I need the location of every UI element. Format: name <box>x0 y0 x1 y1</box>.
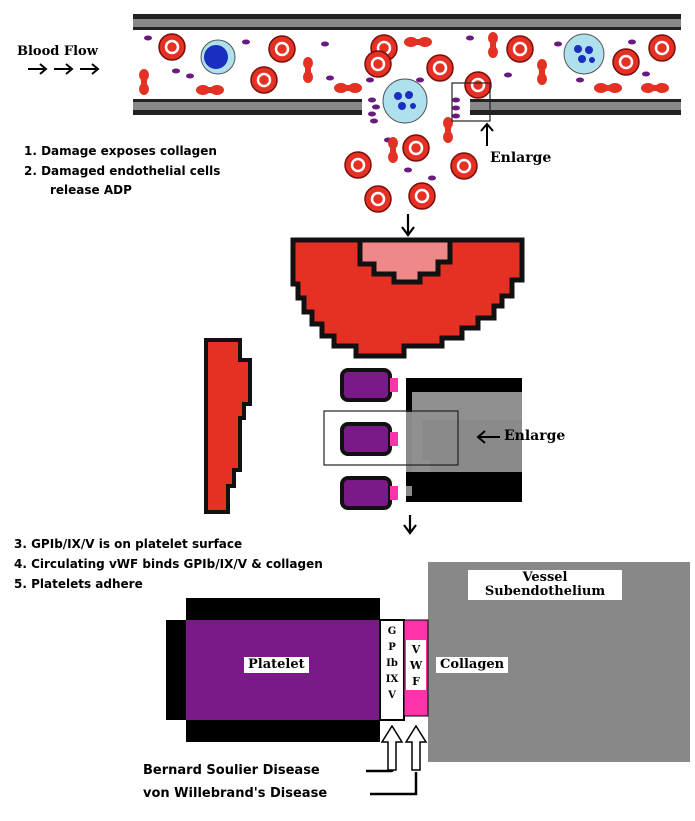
gp-letter: P <box>388 642 396 653</box>
enlarged-red-blood-cell <box>290 237 525 359</box>
vessel-label-line2: Subendothelium <box>484 584 606 599</box>
leader-lines <box>366 769 418 796</box>
gp-letter: V <box>388 690 396 701</box>
gp-letter: IX <box>385 674 399 685</box>
subendothelium-block <box>406 378 522 502</box>
platelets-in-vessel <box>144 35 650 83</box>
platelet-row <box>340 368 398 510</box>
step-2: 2. Damaged endothelial cells <box>24 164 221 178</box>
von-willebrand-label: von Willebrand's Disease <box>143 786 328 801</box>
step-2-cont: release ADP <box>50 183 132 197</box>
enlarge-label-middle: Enlarge <box>504 428 566 444</box>
vwf-inner <box>406 640 426 690</box>
gp-letter: Ib <box>386 658 398 669</box>
step-4: 4. Circulating vWF binds GPIb/IX/V & col… <box>14 557 323 571</box>
endothelial-cell <box>204 338 252 514</box>
white-blood-cell-lymphocyte <box>200 39 236 75</box>
vwf-letter: F <box>412 675 420 688</box>
collagen-label: Collagen <box>436 657 509 673</box>
enlarge-box-2 <box>323 410 459 466</box>
step-1: 1. Damage exposes collagen <box>24 144 217 158</box>
step-3: 3. GPIb/IX/V is on platelet surface <box>14 537 243 551</box>
white-blood-cell-neutrophil <box>563 33 605 75</box>
hollow-up-arrow-icon <box>380 724 404 771</box>
gp-letter: G <box>387 626 397 637</box>
vwf-letter: V <box>411 643 421 656</box>
vessel-label-line1: Vessel <box>522 570 568 585</box>
platelet-label: Platelet <box>244 657 309 673</box>
gp-receptor-box <box>379 619 405 721</box>
down-arrow-icon <box>403 515 417 535</box>
escaping-red-blood-cells <box>343 117 479 214</box>
flow-arrows-icon <box>28 63 100 75</box>
bernard-soulier-label: Bernard Soulier Disease <box>143 763 320 778</box>
adhering-platelets-small <box>368 97 460 181</box>
left-arrow-icon <box>476 430 500 444</box>
down-arrow-icon <box>401 214 415 237</box>
up-arrow-icon <box>480 122 494 146</box>
white-blood-cell-migrating <box>382 78 428 124</box>
vwf-letter: W <box>409 659 423 672</box>
vessel-subendothelium-label: Vessel Subendothelium <box>468 570 622 600</box>
blood-flow-label: Blood Flow <box>17 44 98 59</box>
hollow-up-arrow-icon <box>404 724 428 771</box>
enlarge-label-top: Enlarge <box>490 150 552 166</box>
enlarge-box-1 <box>451 82 491 122</box>
step-5: 5. Platelets adhere <box>14 577 143 591</box>
